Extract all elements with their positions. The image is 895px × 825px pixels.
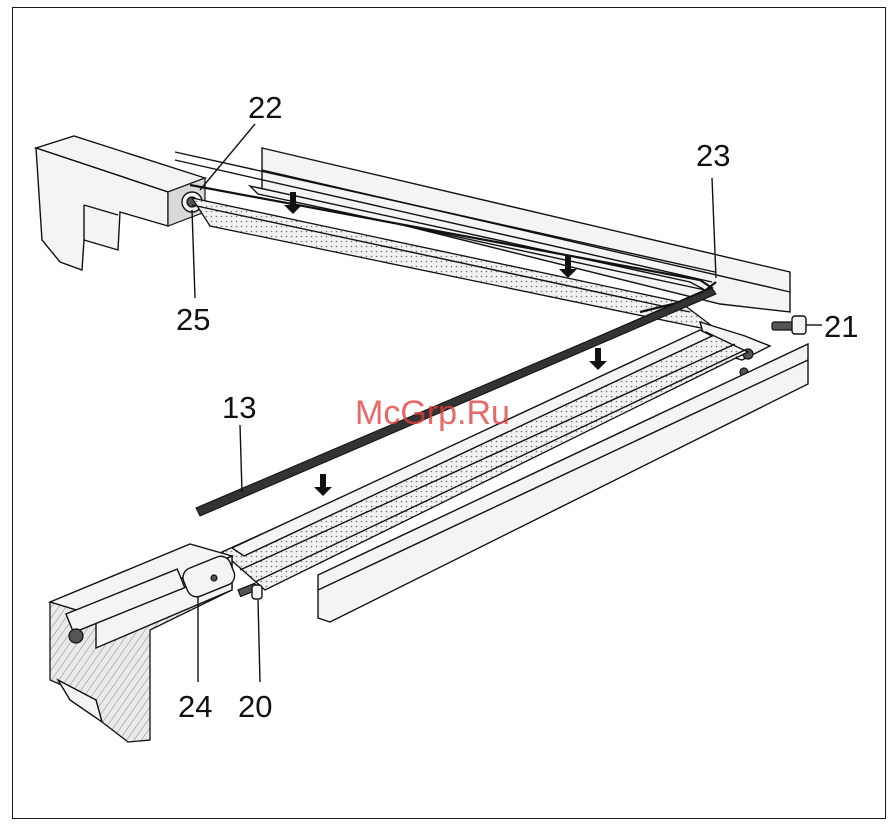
callout-23: 23 [696, 138, 730, 173]
leader-13 [240, 425, 242, 492]
leader-20 [258, 600, 260, 682]
callout-20: 20 [238, 689, 272, 724]
leader-22 [200, 124, 255, 190]
callout-25: 25 [176, 302, 210, 337]
callout-21: 21 [824, 309, 858, 344]
pin-part-20 [238, 583, 262, 599]
screw-part-21 [772, 316, 806, 334]
arrow-down-3 [589, 348, 607, 370]
callout-13: 13 [222, 390, 256, 425]
callout-22: 22 [248, 90, 282, 125]
leader-25 [192, 210, 195, 298]
arrow-down-4 [314, 474, 332, 496]
lower-foam-roll [222, 330, 748, 590]
watermark: McGrp.Ru [355, 394, 510, 432]
callout-24: 24 [178, 689, 212, 724]
upper-left-end-bracket [36, 136, 205, 270]
